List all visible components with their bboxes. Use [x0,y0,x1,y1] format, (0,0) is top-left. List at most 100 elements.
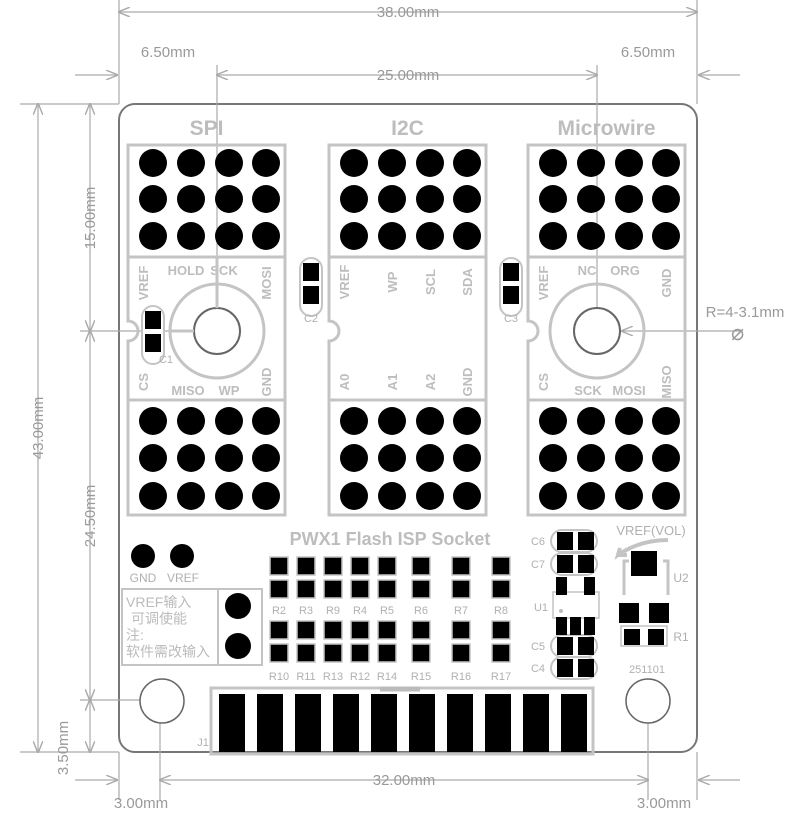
resistor-pad [451,579,471,599]
u2-pad [619,603,639,623]
pin-pad [416,222,444,250]
r1-pad [648,629,664,645]
resistor-label: R8 [494,605,508,617]
pin-pad [577,444,605,472]
resistor-label: R14 [377,671,397,683]
capacitor-label: C2 [304,313,318,325]
capacitor-pad [578,659,594,677]
resistor-pad [323,556,343,576]
resistor-pad [411,556,431,576]
pin-pad [416,407,444,435]
pin-label: SDA [460,268,475,296]
mounting-hole-icon [625,678,671,724]
dim-hole-to-mount: 24.50mm [82,485,99,548]
socket-body-outline [526,257,687,400]
pin-label: GND [659,269,674,298]
socket-ring [548,282,646,380]
pin-pad [252,185,280,213]
date-code: 251101 [629,664,665,676]
pin-label: A0 [337,374,352,391]
dim-mount-pitch: 32.00mm [373,772,436,789]
pin-label: VREF [337,265,352,300]
pin-pad [539,444,567,472]
note-text: 注: [126,627,144,643]
pin-pad [340,222,368,250]
capacitor-label: C1 [159,354,173,366]
pin-pad [652,222,680,250]
pin-pad [539,407,567,435]
pin-pad [539,222,567,250]
pin-label: MISO [171,383,204,398]
pin-label: GND [259,368,274,397]
capacitor-pad [303,263,319,281]
u2-outline [622,559,670,595]
resistor-label: R9 [326,605,340,617]
pin-pad [416,185,444,213]
pin-pad [577,407,605,435]
adjust-arrow-icon [614,538,669,560]
mounting-hole-icon [193,307,241,355]
resistor-pad [350,620,370,640]
pin-pad [378,149,406,177]
capacitor-pad [557,532,573,550]
pin-pad [378,444,406,472]
jumper-box [217,588,263,666]
pin-pad [652,185,680,213]
capacitor-label: C5 [531,641,545,653]
capacitor-label: C7 [531,559,545,571]
pin-pad [252,407,280,435]
capacitor-pad [303,286,319,304]
connector-pin [295,694,321,752]
pin-label: SCL [423,269,438,295]
connector-pin [523,694,549,752]
pin-pad [215,444,243,472]
connector-pin [485,694,511,752]
pin-pad [252,482,280,510]
gnd-label: GND [130,571,157,585]
pin-pad [252,222,280,250]
resistor-label: R17 [491,671,511,683]
pin-label: SCK [574,383,602,398]
connector-pin [371,694,397,752]
resistor-label: R2 [272,605,286,617]
pin-label: HOLD [168,263,205,278]
pin-pad [139,222,167,250]
pin-pad [139,149,167,177]
resistor-pad [451,556,471,576]
capacitor-label: C6 [531,536,545,548]
connector-pin [333,694,359,752]
socket-body-outline [327,257,488,400]
u2-pad [649,603,669,623]
resistor-pad [411,579,431,599]
resistor-pad [323,643,343,663]
dim-top-to-hole: 15.00mm [82,187,99,250]
pin-pad [215,222,243,250]
connector-pin [409,694,435,752]
vref-pad [170,544,194,568]
mounting-hole-icon [139,678,185,724]
capacitor-label: C3 [504,313,518,325]
resistor-pad [323,620,343,640]
pin-pad [453,149,481,177]
resistor-pad [350,643,370,663]
resistor-label: R3 [299,605,313,617]
pin1-dot [559,609,563,613]
pin-label: A1 [385,374,400,391]
pin-pad [378,185,406,213]
pin-label: GND [460,368,475,397]
pin-pad [615,185,643,213]
resistor-pad [350,579,370,599]
capacitor-pad [145,334,161,352]
pin-label: MOSI [612,383,645,398]
pin-pad [652,407,680,435]
dim-socket-pitch: 25.00mm [377,67,440,84]
resistor-pad [377,643,397,663]
connector-pin [219,694,245,752]
note-text: 可调使能 [131,611,187,627]
pin-pad [177,222,205,250]
pin-pad [139,185,167,213]
capacitor-pad [578,637,594,655]
dim-left-margin: 6.50mm [141,44,195,61]
pin-pad [177,407,205,435]
